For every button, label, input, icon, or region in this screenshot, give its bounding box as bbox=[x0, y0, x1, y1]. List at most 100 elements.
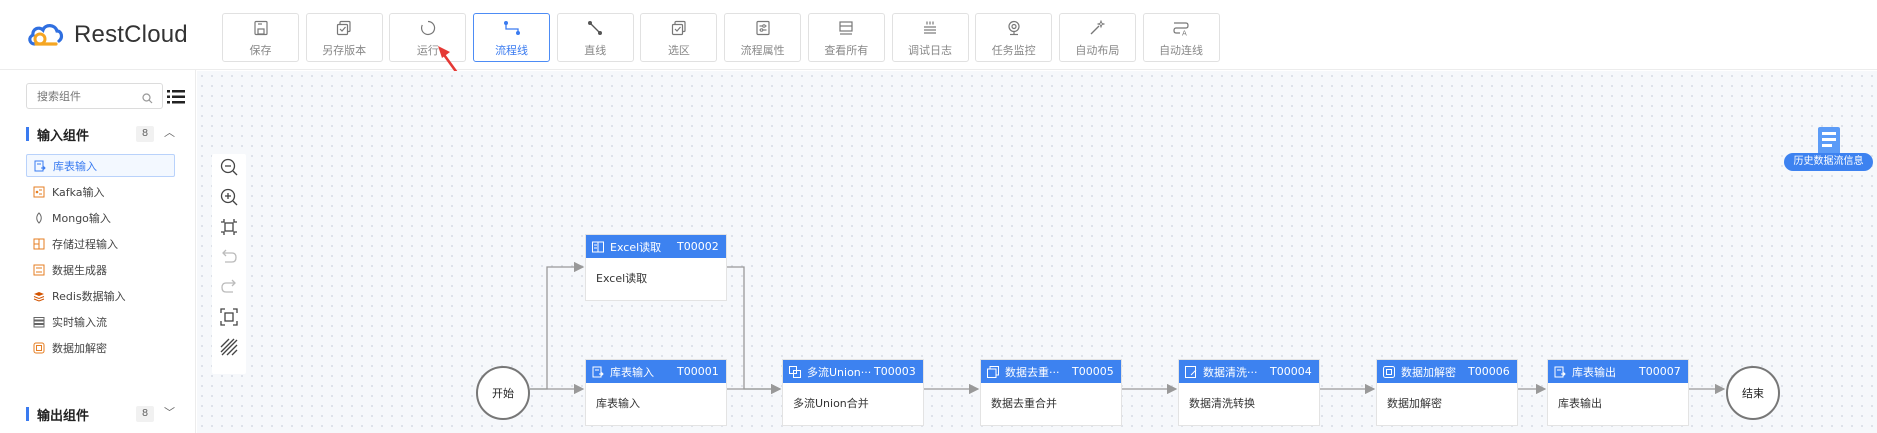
fit-view-button[interactable] bbox=[212, 214, 246, 244]
group-count-badge: 8 bbox=[136, 406, 154, 422]
task-monitor-label: 任务监控 bbox=[991, 43, 1036, 57]
straight-line-button[interactable]: 直线 bbox=[556, 13, 634, 62]
component-sidebar: 输入组件 8 ︿ 库表输入 Kafka输入 Mongo输入 存储过程输入 数据生… bbox=[0, 70, 196, 433]
component-item-data-generator[interactable]: 数据生成器 bbox=[26, 258, 175, 281]
zoom-out-icon bbox=[220, 158, 238, 180]
dedup-icon bbox=[987, 365, 999, 378]
chevron-down-icon[interactable]: ﹀ bbox=[164, 406, 175, 419]
node-id: T00003 bbox=[874, 365, 916, 378]
zoom-in-button[interactable] bbox=[212, 184, 246, 214]
search-icon[interactable] bbox=[142, 89, 153, 108]
properties-icon bbox=[753, 18, 773, 38]
group-title: 输入组件 bbox=[37, 128, 90, 144]
run-button[interactable]: 运行 bbox=[389, 13, 467, 62]
minimap-button[interactable] bbox=[212, 334, 246, 364]
node-description: 数据去重合并 bbox=[991, 397, 1057, 410]
component-item-table-input[interactable]: 库表输入 bbox=[26, 154, 175, 177]
flow-node-clean[interactable]: 数据清洗··· T00004 数据清洗转换 bbox=[1178, 359, 1320, 426]
flow-properties-button[interactable]: 流程属性 bbox=[724, 13, 802, 62]
flow-node-table-input[interactable]: 库表输入 T00001 库表输入 bbox=[585, 359, 727, 426]
node-header: 多流Union··· T00003 bbox=[783, 360, 923, 383]
fit-view-icon bbox=[220, 218, 238, 240]
component-item-label: Redis数据输入 bbox=[52, 289, 126, 303]
fullscreen-button[interactable] bbox=[212, 304, 246, 334]
flow-node-excel[interactable]: Excel读取 T00002 Excel读取 bbox=[585, 234, 727, 301]
end-node[interactable]: 结束 bbox=[1726, 366, 1780, 420]
view-all-label: 查看所有 bbox=[824, 43, 869, 57]
fullscreen-icon bbox=[220, 308, 238, 330]
node-header: 库表输入 T00001 bbox=[586, 360, 726, 383]
node-description: Excel读取 bbox=[596, 272, 648, 285]
auto-layout-label: 自动布局 bbox=[1075, 43, 1120, 57]
view-all-icon bbox=[836, 18, 856, 38]
node-title: 数据去重··· bbox=[1005, 365, 1060, 379]
end-node-label: 结束 bbox=[1742, 387, 1764, 400]
start-node[interactable]: 开始 bbox=[476, 366, 530, 420]
node-id: T00007 bbox=[1639, 365, 1681, 378]
component-search-input[interactable] bbox=[26, 83, 163, 109]
component-item-kafka-input[interactable]: Kafka输入 bbox=[26, 180, 175, 203]
run-icon bbox=[418, 18, 438, 38]
kafka-icon bbox=[32, 185, 46, 199]
component-item-label: 实时输入流 bbox=[52, 315, 107, 329]
node-id: T00001 bbox=[677, 365, 719, 378]
save-button[interactable]: 保存 bbox=[222, 13, 299, 62]
flow-node-union[interactable]: 多流Union··· T00003 多流Union合并 bbox=[782, 359, 924, 426]
component-item-procedure-input[interactable]: 存储过程输入 bbox=[26, 232, 175, 255]
save-icon bbox=[251, 18, 271, 38]
node-id: T00004 bbox=[1270, 365, 1312, 378]
group-input-components[interactable]: 输入组件 8 ︿ bbox=[26, 124, 181, 144]
zoom-out-button[interactable] bbox=[212, 154, 246, 184]
component-item-realtime-stream[interactable]: 实时输入流 bbox=[26, 310, 175, 333]
chevron-up-icon[interactable]: ︿ bbox=[164, 126, 175, 139]
node-description: 库表输出 bbox=[1558, 397, 1602, 410]
debug-log-icon bbox=[920, 18, 940, 38]
run-label: 运行 bbox=[416, 43, 439, 57]
selection-button[interactable]: 选区 bbox=[640, 13, 718, 62]
node-header: 库表输出 T00007 bbox=[1548, 360, 1688, 383]
auto-layout-icon bbox=[1087, 18, 1107, 38]
component-item-encrypt-decrypt[interactable]: 数据加解密 bbox=[26, 336, 175, 359]
table-input-icon bbox=[592, 366, 604, 378]
flow-line-button[interactable]: 流程线 bbox=[473, 13, 551, 62]
node-title: 数据清洗··· bbox=[1203, 365, 1258, 379]
flow-node-dedup[interactable]: 数据去重··· T00005 数据去重合并 bbox=[980, 359, 1122, 426]
save-as-version-button[interactable]: 另存版本 bbox=[305, 13, 383, 62]
component-item-label: Mongo输入 bbox=[52, 211, 111, 225]
top-header: RestCloud 保存 另存版本 运行 流程线 直线 bbox=[0, 0, 1877, 90]
stream-icon bbox=[32, 315, 46, 329]
component-item-label: 数据生成器 bbox=[52, 263, 107, 277]
list-view-icon[interactable] bbox=[167, 89, 185, 109]
flow-node-table-output[interactable]: 库表输出 T00007 库表输出 bbox=[1547, 359, 1689, 426]
undo-button[interactable] bbox=[212, 244, 246, 274]
encrypt-icon bbox=[32, 341, 46, 355]
task-monitor-button[interactable]: 任务监控 bbox=[975, 13, 1053, 62]
auto-layout-button[interactable]: 自动布局 bbox=[1058, 13, 1136, 62]
save-as-icon bbox=[334, 18, 354, 38]
group-marker bbox=[26, 407, 29, 421]
history-dataflow-widget[interactable]: 历史数据流信息 bbox=[1780, 124, 1877, 174]
node-header: 数据清洗··· T00004 bbox=[1179, 360, 1319, 383]
cloud-logo-icon bbox=[28, 24, 64, 46]
redis-icon bbox=[32, 289, 46, 303]
logo-text: RestCloud bbox=[74, 21, 188, 48]
component-item-mongo-input[interactable]: Mongo输入 bbox=[26, 206, 175, 229]
redo-button[interactable] bbox=[212, 274, 246, 304]
auto-connect-button[interactable]: A 自动连线 bbox=[1142, 13, 1220, 62]
debug-log-button[interactable]: 调试日志 bbox=[891, 13, 969, 62]
group-output-components[interactable]: 输出组件 8 ﹀ bbox=[26, 404, 181, 424]
canvas-controls bbox=[212, 154, 246, 374]
straight-line-icon bbox=[585, 18, 605, 38]
component-item-redis-input[interactable]: Redis数据输入 bbox=[26, 284, 175, 307]
node-id: T00002 bbox=[677, 240, 719, 253]
node-description: 库表输入 bbox=[596, 397, 640, 410]
edge-excel-union bbox=[727, 266, 782, 395]
toolbar: 保存 另存版本 运行 流程线 直线 选区 bbox=[222, 13, 1226, 62]
flow-node-encrypt[interactable]: 数据加解密 T00006 数据加解密 bbox=[1376, 359, 1518, 426]
component-item-label: 库表输入 bbox=[53, 159, 97, 173]
view-all-button[interactable]: 查看所有 bbox=[807, 13, 885, 62]
node-header: 数据去重··· T00005 bbox=[981, 360, 1121, 383]
clean-icon bbox=[1185, 365, 1197, 378]
